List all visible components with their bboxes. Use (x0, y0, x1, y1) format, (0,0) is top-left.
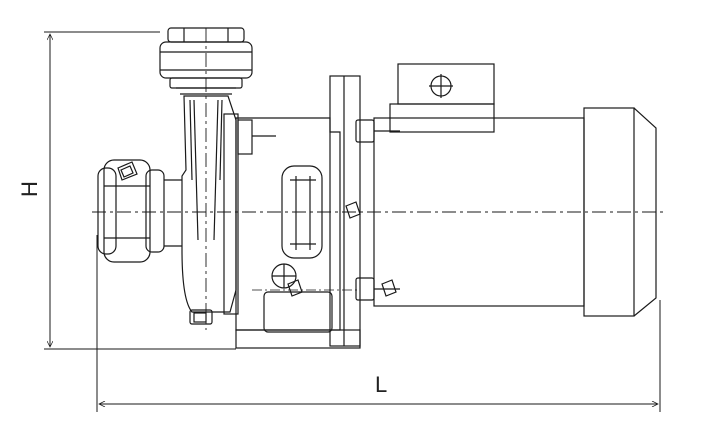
height-dimension (44, 31, 236, 350)
motor-body (373, 63, 657, 317)
bracket (223, 113, 361, 349)
height-label: H (16, 181, 42, 197)
motor-flange (329, 75, 400, 347)
length-label: L (375, 372, 388, 397)
suction-fitting (97, 159, 165, 263)
discharge-fitting (159, 27, 253, 95)
pump-casing (164, 95, 237, 325)
length-dimension (96, 235, 661, 412)
